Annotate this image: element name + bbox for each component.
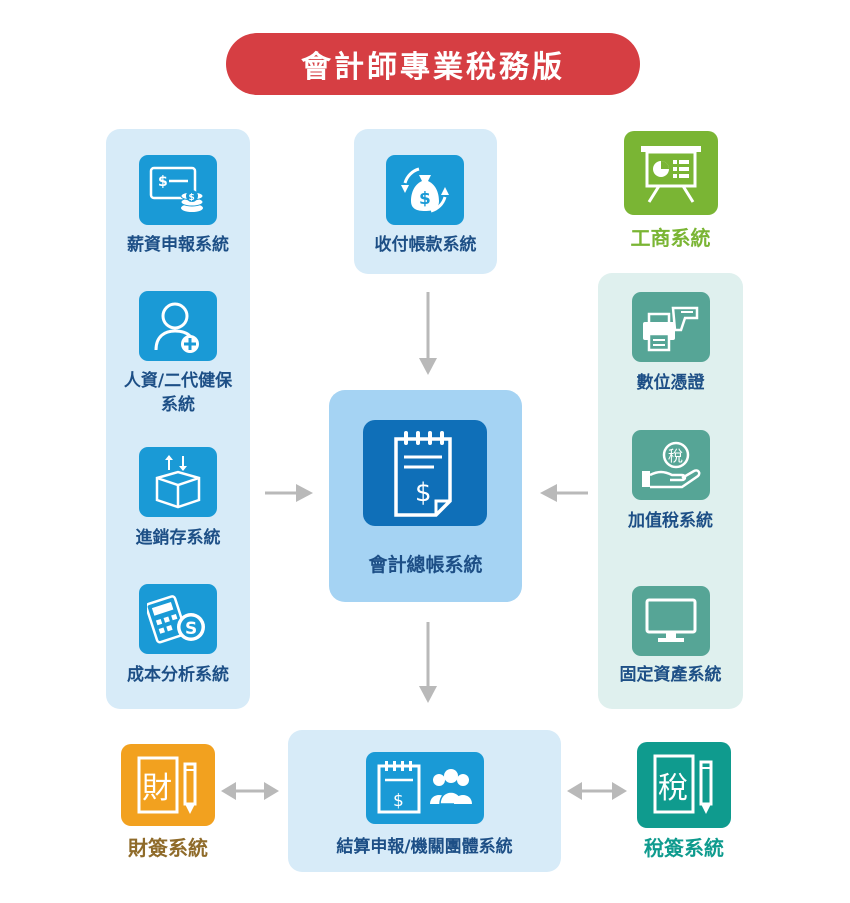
presentation-board-icon	[624, 131, 718, 215]
receipt-label: 收付帳款系統	[374, 235, 477, 255]
monitor-icon	[632, 586, 710, 656]
tax-label: 稅簽系統	[644, 836, 724, 860]
hr-label-line1: 人資/二代健保	[123, 371, 233, 391]
page-title: 會計師專業稅務版	[301, 50, 565, 85]
finance-glyph: 財	[142, 771, 172, 806]
calculator-icon: S	[139, 584, 217, 654]
title-banner: 會計師專業稅務版	[226, 33, 640, 95]
printer-scanner-icon	[632, 292, 710, 362]
svg-text:$: $	[419, 189, 431, 209]
tax-glyph: 稅	[658, 771, 688, 806]
commerce-label: 工商系統	[630, 226, 711, 250]
inventory-label: 進銷存系統	[135, 528, 221, 548]
digital-label: 數位憑證	[636, 373, 705, 393]
inventory-box-icon	[139, 447, 217, 517]
settlement-group-icon: $	[366, 752, 484, 824]
vat-glyph: 稅	[668, 447, 683, 465]
hr-label-line2: 系統	[161, 395, 195, 415]
vat-label: 加值稅系統	[628, 511, 713, 531]
svg-text:$: $	[393, 791, 404, 811]
finance-doc-icon: 財	[121, 744, 215, 826]
tax-hand-icon: 稅	[632, 430, 710, 500]
fixed-assets-label: 固定資產系統	[619, 665, 722, 685]
user-add-icon	[139, 291, 217, 361]
svg-text:$: $	[158, 174, 168, 190]
payroll-icon: $ $	[139, 155, 217, 225]
settlement-label: 結算申報/機關團體系統	[336, 837, 513, 857]
general-ledger-label: 會計總帳系統	[368, 554, 483, 576]
svg-text:$: $	[415, 478, 432, 508]
payroll-label: 薪資申報系統	[127, 235, 229, 255]
money-bag-icon: $	[386, 155, 464, 225]
svg-text:S: S	[185, 619, 197, 639]
ledger-notepad-icon: $	[363, 420, 487, 526]
finance-label: 財簽系統	[128, 836, 208, 860]
svg-text:$: $	[189, 193, 195, 203]
cost-label: 成本分析系統	[127, 665, 229, 685]
tax-doc-icon: 稅	[637, 742, 731, 828]
